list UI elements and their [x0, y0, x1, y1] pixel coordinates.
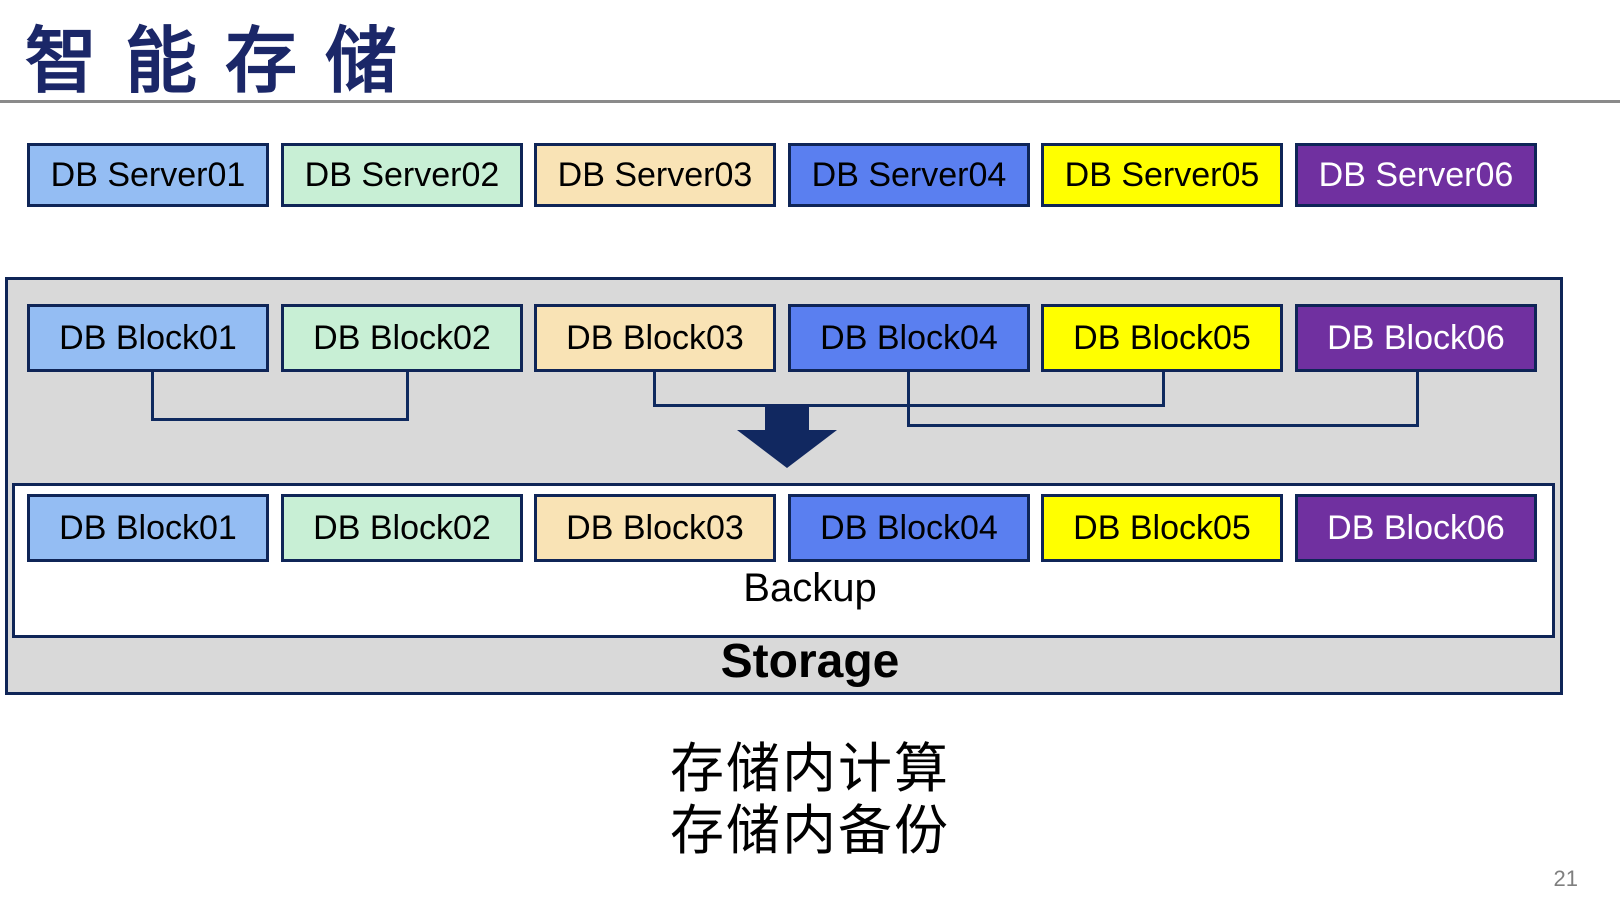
db-block-backup-05: DB Block05: [1041, 494, 1283, 562]
db-server-04: DB Server04: [788, 143, 1030, 207]
storage-label: Storage: [720, 635, 900, 688]
db-block-top-06: DB Block06: [1295, 304, 1537, 372]
caption-text: 存储内计算 存储内备份: [0, 738, 1620, 862]
db-block-backup-06: DB Block06: [1295, 494, 1537, 562]
connector-line: [907, 424, 1419, 427]
db-server-01: DB Server01: [27, 143, 269, 207]
db-server-02: DB Server02: [281, 143, 523, 207]
db-block-top-04: DB Block04: [788, 304, 1030, 372]
backup-label: Backup: [743, 566, 877, 610]
connector-line: [907, 372, 910, 427]
page-title: 智能存储: [25, 22, 426, 102]
title-divider: [0, 100, 1620, 103]
db-block-top-02: DB Block02: [281, 304, 523, 372]
db-server-03: DB Server03: [534, 143, 776, 207]
db-block-backup-03: DB Block03: [534, 494, 776, 562]
caption-line-2: 存储内备份: [670, 801, 950, 861]
connector-line: [1416, 372, 1419, 427]
down-arrow-icon: [737, 404, 837, 468]
connector-line: [653, 372, 656, 407]
connector-line: [151, 418, 409, 421]
connector-line: [1162, 372, 1165, 407]
db-block-top-03: DB Block03: [534, 304, 776, 372]
db-block-backup-04: DB Block04: [788, 494, 1030, 562]
db-server-05: DB Server05: [1041, 143, 1283, 207]
db-block-top-01: DB Block01: [27, 304, 269, 372]
connector-line: [151, 372, 154, 421]
connector-line: [406, 372, 409, 421]
db-block-backup-01: DB Block01: [27, 494, 269, 562]
page-number: 21: [1553, 866, 1578, 891]
db-server-06: DB Server06: [1295, 143, 1537, 207]
db-block-backup-02: DB Block02: [281, 494, 523, 562]
caption-line-1: 存储内计算: [670, 739, 950, 799]
db-block-top-05: DB Block05: [1041, 304, 1283, 372]
